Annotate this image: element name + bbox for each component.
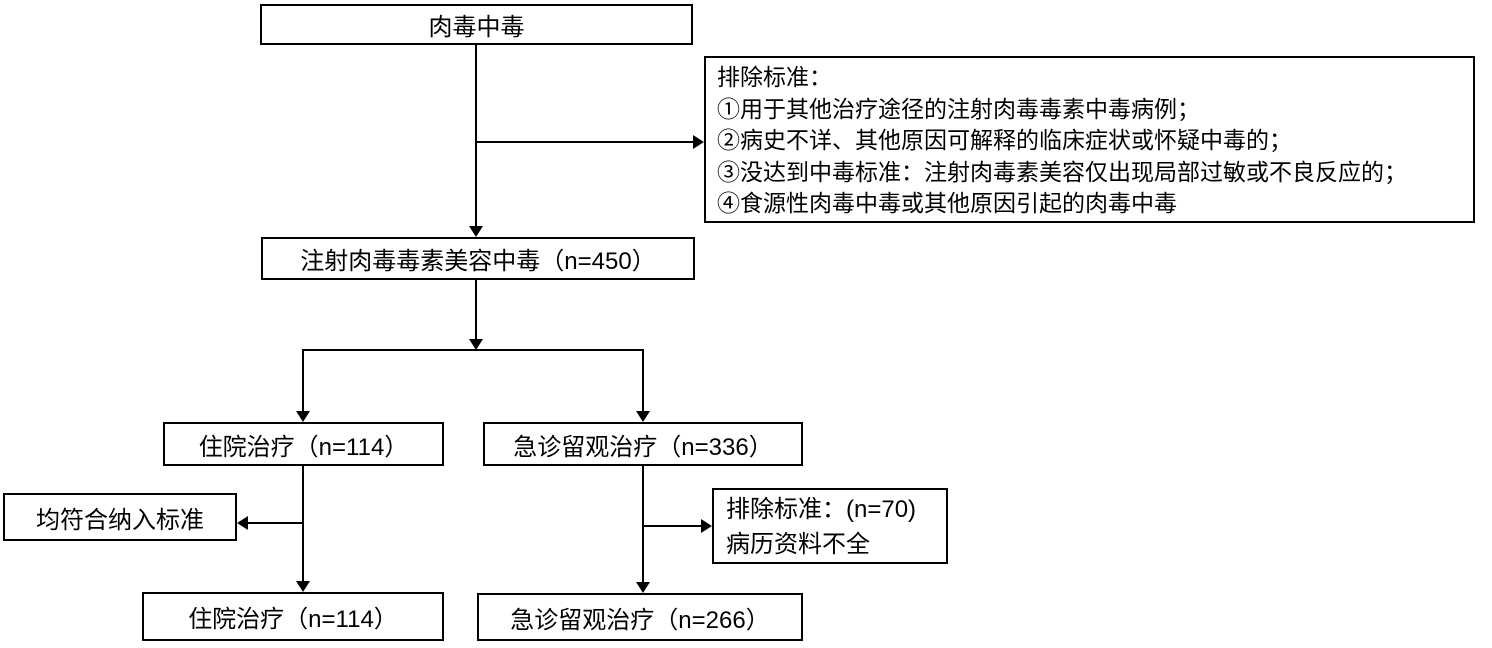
flow-node-botulism: 肉毒中毒 (260, 4, 693, 45)
connector-inpatient-to-final (302, 466, 304, 581)
flow-node-exclusion-criteria: 排除标准： ①用于其他治疗途径的注射肉毒毒素中毒病例； ②病史不详、其他原因可解… (704, 56, 1475, 223)
arrow-down-icon (296, 581, 310, 592)
arrow-down-icon (296, 411, 310, 422)
arrow-right-icon (701, 519, 712, 533)
flow-node-cosmetic-poisoning-label: 注射肉毒毒素美容中毒（n=450） (300, 248, 656, 275)
arrow-down-icon (636, 582, 650, 593)
exclusion-n70-line-2: 病历资料不全 (726, 531, 870, 558)
exclusion-criteria-item-1: ①用于其他治疗途径的注射肉毒毒素中毒病例； (717, 95, 1200, 122)
connector-split-to-emergency (642, 349, 644, 411)
flow-node-inclusion-note-label: 均符合纳入标准 (36, 506, 204, 534)
flow-node-inpatient-initial: 住院治疗（n=114） (163, 422, 444, 466)
exclusion-criteria-item-2: ②病史不详、其他原因可解释的临床症状或怀疑中毒的； (717, 127, 1292, 153)
flow-node-inpatient-initial-label: 住院治疗（n=114） (198, 433, 409, 461)
connector-split-horizontal (302, 349, 644, 351)
connector-emergency-to-final (642, 466, 644, 582)
flow-node-cosmetic-poisoning: 注射肉毒毒素美容中毒（n=450） (261, 237, 695, 280)
arrow-down-icon (636, 411, 650, 422)
flow-node-emergency-final-label: 急诊留观治疗（n=266） (510, 606, 770, 634)
arrow-down-icon (469, 339, 483, 350)
flow-node-inclusion-note: 均符合纳入标准 (3, 493, 237, 541)
exclusion-criteria-item-4: ④食源性肉毒中毒或其他原因引起的肉毒中毒 (717, 190, 1177, 216)
exclusion-n70-line-1: 排除标准：(n=70) (726, 496, 917, 523)
connector-split-to-inpatient (302, 349, 304, 411)
exclusion-criteria-item-3: ③没达到中毒标准：注射肉毒素美容仅出现局部过敏或不良反应的； (717, 158, 1407, 185)
flow-node-botulism-label: 肉毒中毒 (428, 14, 525, 41)
connector-root-to-exclusion (476, 141, 694, 143)
flow-node-emergency-final: 急诊留观治疗（n=266） (477, 593, 803, 641)
arrow-right-icon (693, 135, 704, 149)
connector-to-exclusion-n70 (643, 525, 701, 527)
flow-node-inpatient-final-label: 住院治疗（n=114） (188, 606, 398, 633)
connector-to-inclusion-note (248, 522, 303, 524)
exclusion-criteria-title: 排除标准： (717, 64, 832, 90)
connector-root-to-cosmetic (475, 45, 477, 227)
flow-node-exclusion-n70: 排除标准：(n=70) 病历资料不全 (712, 488, 948, 564)
flow-node-inpatient-final: 住院治疗（n=114） (142, 592, 444, 641)
arrow-left-icon (237, 516, 248, 530)
flow-node-emergency-initial: 急诊留观治疗（n=336） (483, 422, 803, 466)
flow-node-emergency-initial-label: 急诊留观治疗（n=336） (513, 433, 773, 461)
arrow-down-icon (469, 226, 483, 237)
connector-cosmetic-to-split (475, 280, 477, 339)
